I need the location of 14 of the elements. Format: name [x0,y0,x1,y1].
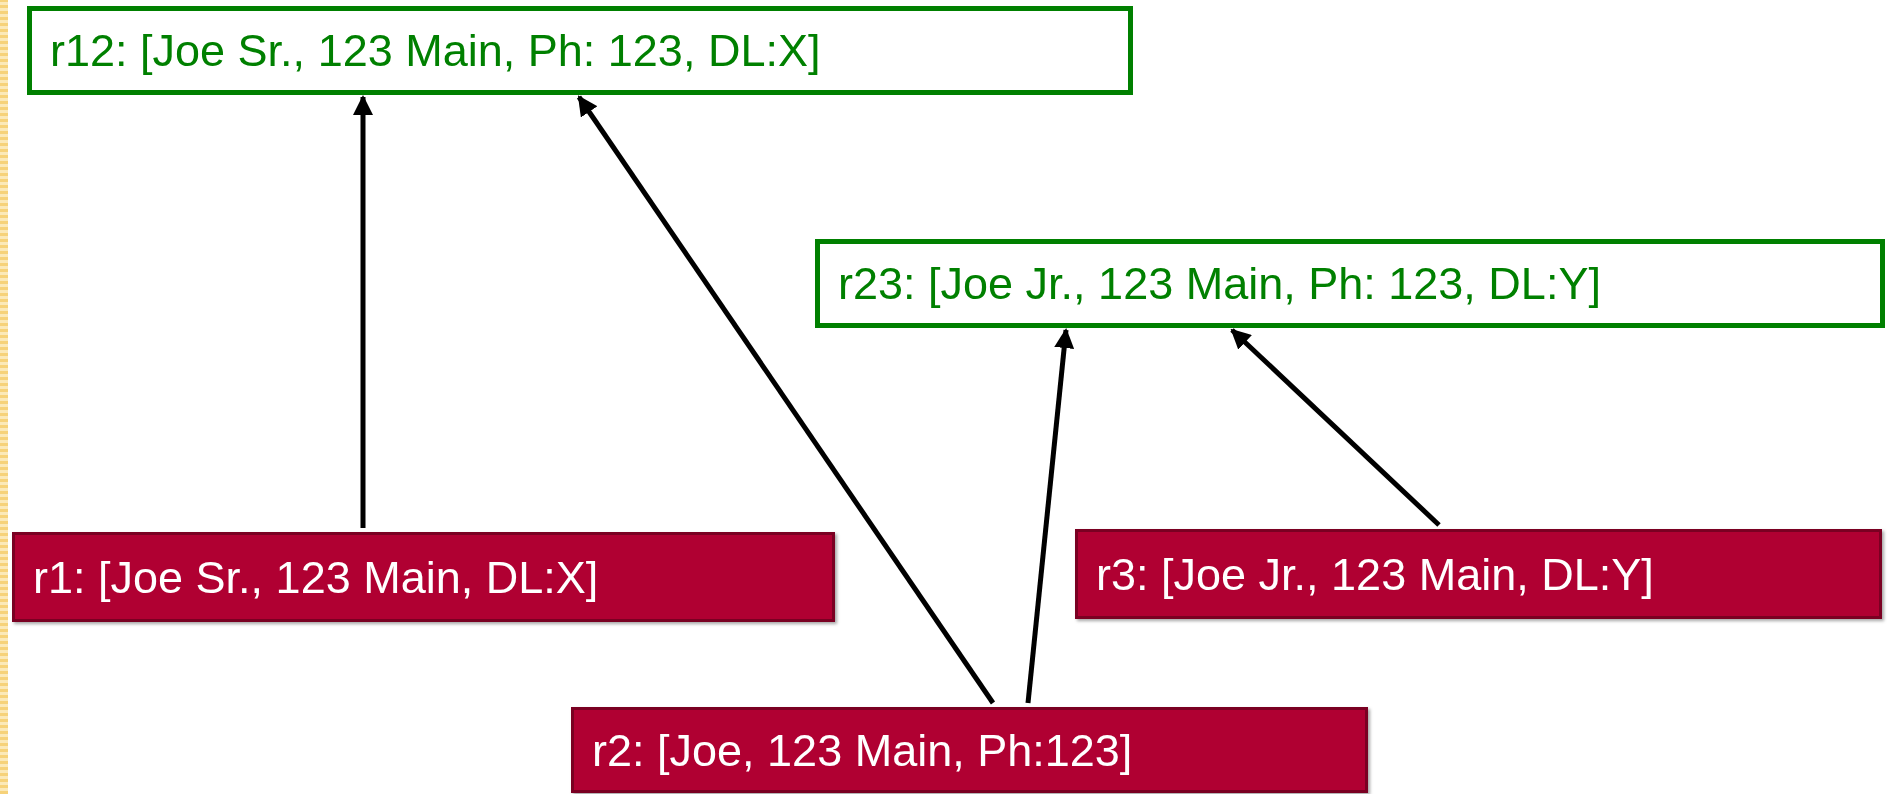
record-box [571,707,1368,793]
record-text: r12: [Joe Sr., 123 Main, Ph: 123, DL:X] [50,28,821,73]
merged-record-box [815,239,1885,328]
arrow [1230,328,1441,527]
record-text: r23: [Joe Jr., 123 Main, Ph: 123, DL:Y] [838,261,1601,306]
arrow [1025,328,1075,704]
merged-record-box [27,6,1133,95]
record-text: r2: [Joe, 123 Main, Ph:123] [592,727,1133,773]
arrow [353,95,373,528]
record-box [12,532,835,622]
record-box [1075,529,1882,619]
record-text: r1: [Joe Sr., 123 Main, DL:X] [33,554,599,600]
record-text: r3: [Joe Jr., 123 Main, DL:Y] [1096,551,1654,597]
arrow [576,95,996,705]
